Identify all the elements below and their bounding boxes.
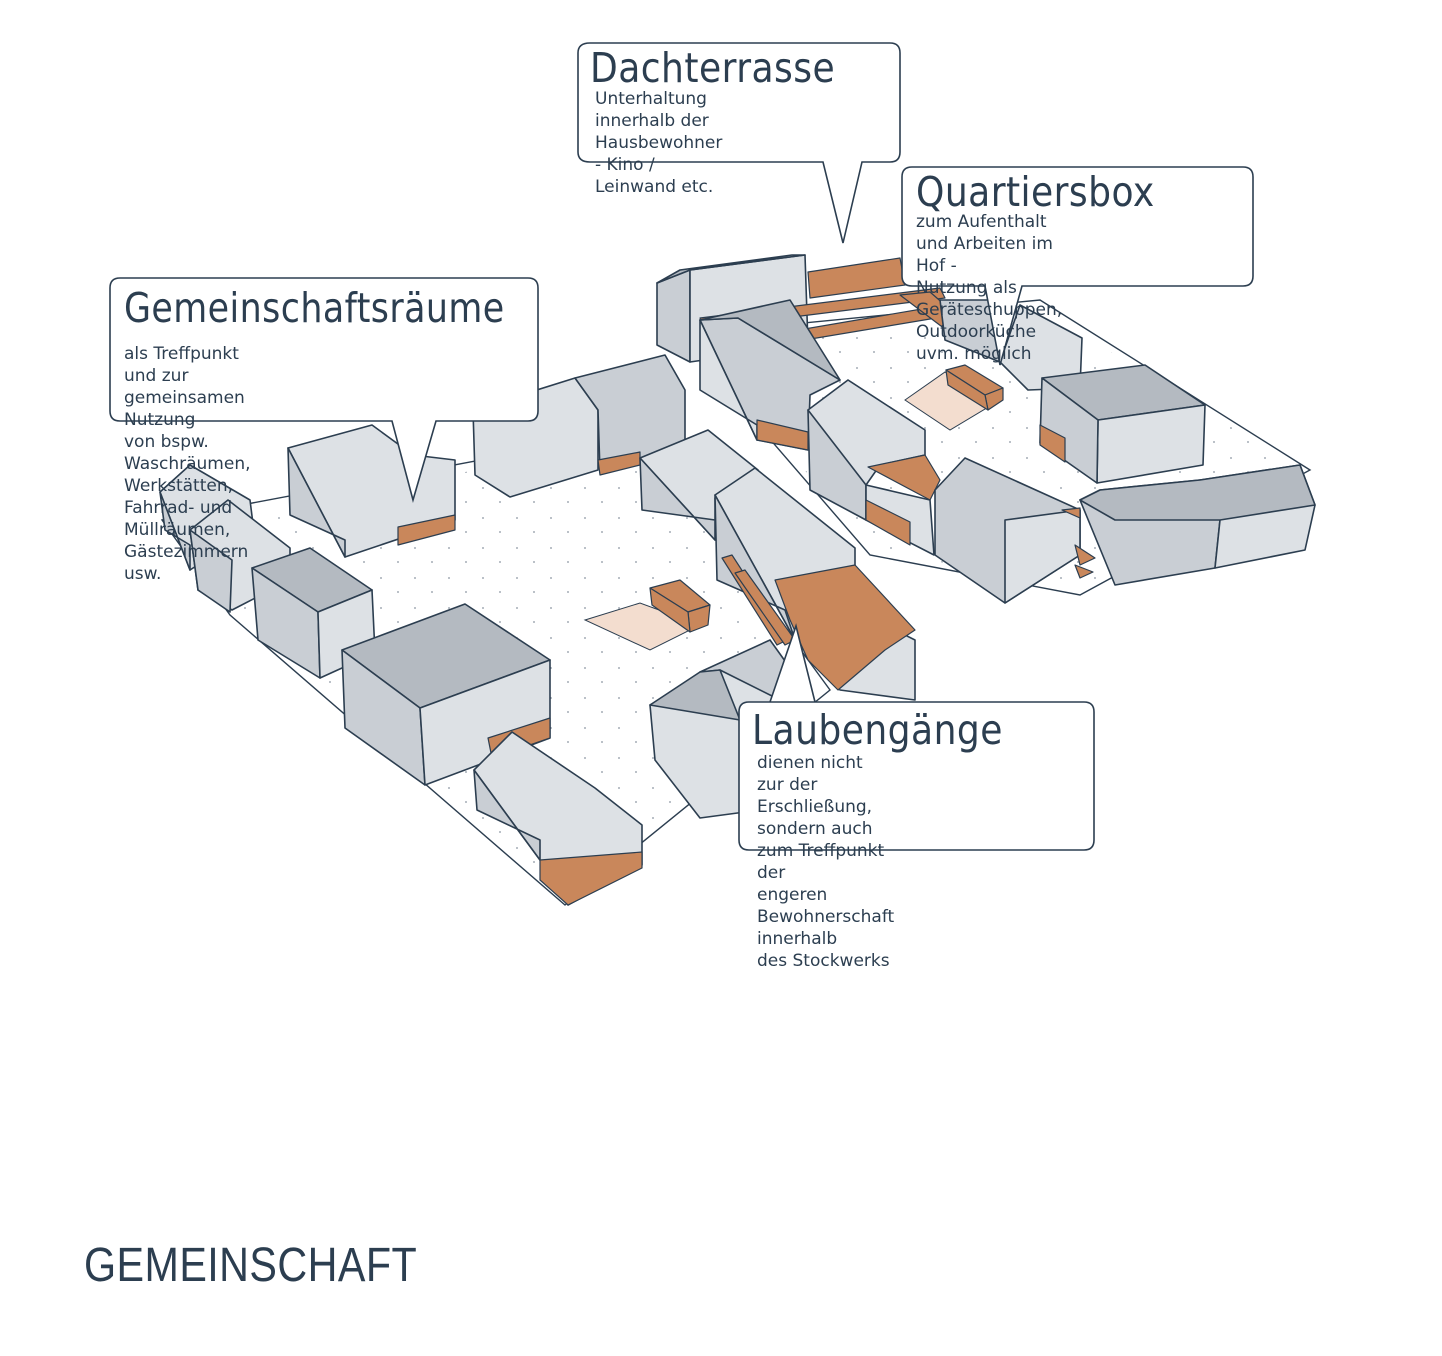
quartiersbox-right [904,364,1004,431]
bubble-laubengaenge [738,623,1095,851]
callout-title-gemeinschaftsraeume: Gemeinschaftsräume [124,284,505,332]
building-row-front-right [807,379,941,556]
bubble-quartiersbox [901,166,1254,366]
building-row-far-right [1079,464,1316,586]
callout-body-laubengaenge: dienen nicht zur der Erschließung, sonde… [757,753,895,971]
bubble-gemeinschaftsraeume [109,277,539,503]
building-laubengang [714,467,916,701]
building-cube-left [251,547,376,679]
callout-body-quartiersbox: zum Aufenthalt und Arbeiten im Hof - Nut… [916,212,1063,364]
callout-body-dachterrasse: Unterhaltung innerhalb der Hausbewohner … [595,89,723,197]
building-gable-front [473,731,643,906]
building-gable-center [639,429,759,541]
page-title: GEMEINSCHAFT [84,1239,418,1292]
quartiersbox-left [583,579,711,651]
building-mid-long [699,299,841,451]
callout-title-dachterrasse: Dachterrasse [590,44,836,92]
callout-title-quartiersbox: Quartiersbox [916,168,1155,216]
building-gable-center-right [934,457,1096,604]
bubble-dachterrasse [577,42,901,244]
callout-body-gemeinschaftsraeume: als Treffpunkt und zur gemeinsamen Nutzu… [124,344,251,584]
callout-title-laubengaenge: Laubengänge [752,706,1003,754]
building-cube-right [1039,364,1206,484]
